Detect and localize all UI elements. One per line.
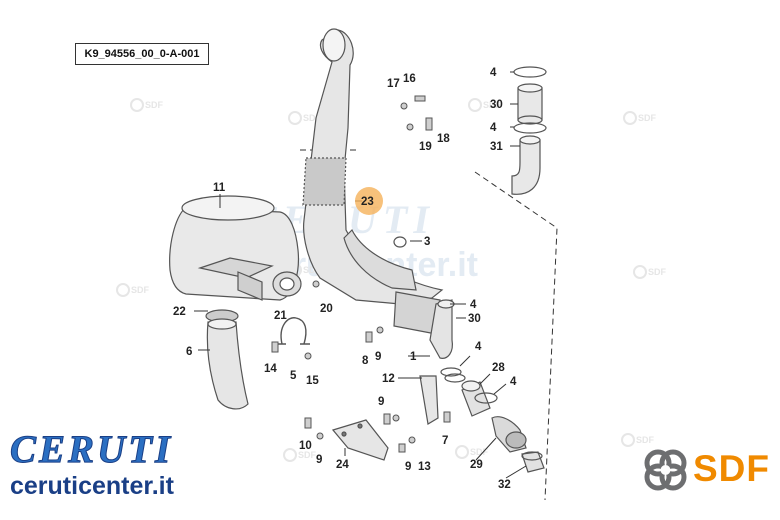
drawing-code: K9_94556_00_0-A-001 — [75, 43, 209, 65]
callout-9-d: 9 — [405, 461, 411, 473]
sdf-mark-4: SDF — [623, 111, 657, 125]
callout-17: 17 — [387, 78, 400, 90]
callout-6: 6 — [186, 346, 192, 358]
sdf-watermark-marks: SDF SDF SDF SDF SDF SDF SDF SDF SDF SDF — [116, 98, 667, 462]
callout-29: 29 — [470, 459, 483, 471]
callout-4-right: 4 — [470, 299, 477, 311]
callout-13: 13 — [418, 461, 431, 473]
callout-20: 20 — [320, 303, 333, 315]
muffler-11 — [169, 195, 300, 301]
ceruti-logo: CERUTI — [10, 428, 174, 471]
rain-cap-32 — [521, 451, 545, 473]
sdf-mark-9: SDF — [455, 445, 489, 459]
callout-30-right: 30 — [468, 313, 481, 325]
callout-4-low: 4 — [510, 376, 517, 388]
svg-text:SDF: SDF — [648, 267, 667, 277]
sdf-mark-7: SDF — [633, 265, 667, 279]
clamps-4-right — [393, 236, 543, 461]
callout-32: 32 — [498, 479, 511, 491]
exhaust-pipe-23 — [302, 28, 444, 335]
leader-lines — [194, 71, 527, 479]
callout-15: 15 — [306, 375, 319, 387]
ceruti-url: ceruticenter.it — [10, 472, 174, 500]
pipe-31-top — [511, 135, 541, 195]
callout-30-top: 30 — [490, 99, 503, 111]
sdf-logo: SDF — [641, 446, 776, 494]
svg-text:SDF: SDF — [298, 450, 317, 460]
callout-19: 19 — [419, 141, 432, 153]
svg-text:SDF: SDF — [483, 100, 502, 110]
callout-16: 16 — [403, 73, 416, 85]
callout-24: 24 — [336, 459, 349, 471]
sdf-mark-8: SDF — [283, 448, 317, 462]
callout-23: 23 — [361, 196, 374, 208]
callout-4-lower: 4 — [475, 341, 482, 353]
section-boundary — [300, 149, 558, 501]
callout-5: 5 — [290, 370, 297, 382]
mount-plate-24 — [331, 419, 389, 461]
callout-4-mid: 4 — [490, 122, 497, 134]
callout-14: 14 — [264, 363, 277, 375]
pipe-end-29 — [491, 416, 527, 453]
connection-pipe-1 — [429, 299, 455, 359]
adapter-28 — [461, 380, 491, 417]
callout-1: 1 — [410, 351, 417, 363]
svg-text:SDF: SDF — [303, 265, 322, 275]
callout-12: 12 — [382, 373, 395, 385]
clamp-4-mid — [513, 122, 547, 134]
callout-3: 3 — [424, 236, 430, 248]
sdf-emblem-icon — [644, 449, 687, 491]
callout-10: 10 — [299, 440, 312, 452]
svg-text:SDF: SDF — [303, 113, 322, 123]
sdf-mark-5: SDF — [116, 283, 150, 297]
svg-text:SDF: SDF — [131, 285, 150, 295]
callout-18: 18 — [437, 133, 450, 145]
hose-30-top — [517, 83, 543, 125]
callout-21: 21 — [274, 310, 287, 322]
callout-4-top: 4 — [490, 67, 497, 79]
callout-8: 8 — [362, 355, 369, 367]
part-callouts: 17 16 18 19 4 30 4 31 11 3 4 30 22 21 20… — [173, 67, 517, 491]
callout-28: 28 — [492, 362, 505, 374]
ceruti-brand[interactable]: CERUTI ceruticenter.it — [10, 428, 174, 500]
elbow-pipe-6 — [205, 309, 249, 410]
svg-text:SDF: SDF — [145, 100, 164, 110]
sdf-logo-text: SDF — [693, 448, 770, 489]
fasteners — [271, 95, 451, 453]
callout-11: 11 — [213, 182, 226, 194]
callout-9-c: 9 — [316, 454, 322, 466]
svg-text:SDF: SDF — [470, 447, 489, 457]
callout-7: 7 — [442, 435, 448, 447]
callout-9-b: 9 — [378, 396, 384, 408]
sdf-mark-2: SDF — [288, 111, 322, 125]
callout-22: 22 — [173, 306, 186, 318]
flange-21 — [272, 271, 302, 297]
callout-9-a: 9 — [375, 351, 381, 363]
clamp-4-top — [513, 66, 547, 78]
callout-31: 31 — [490, 141, 503, 153]
bracket-12 — [419, 375, 439, 425]
sdf-mark-1: SDF — [130, 98, 164, 112]
callout-23-highlight[interactable]: 23 — [355, 187, 383, 215]
sdf-mark-10: SDF — [621, 433, 655, 447]
svg-text:SDF: SDF — [636, 435, 655, 445]
sdf-mark-3: SDF — [468, 98, 502, 112]
svg-text:SDF: SDF — [638, 113, 657, 123]
